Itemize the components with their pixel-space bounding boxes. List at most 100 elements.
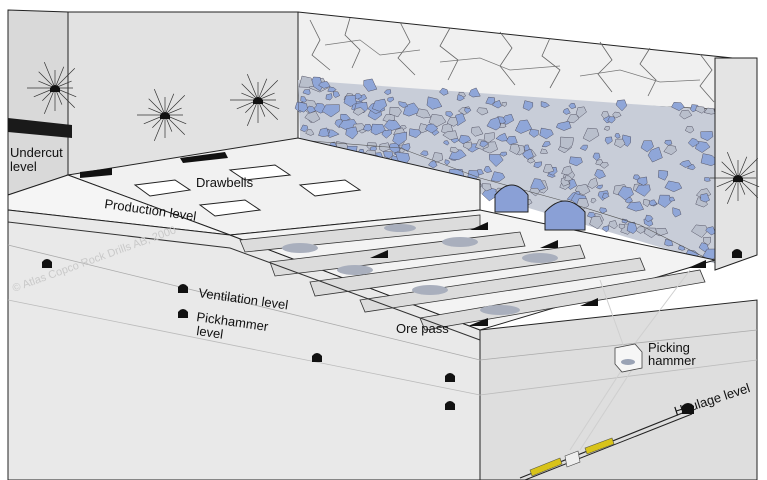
rock-fragment [509,144,521,155]
production-drifts [239,214,706,331]
label-undercut-line1: Undercut [10,145,63,160]
rock-fragment [522,100,534,111]
rock-fragment [603,126,610,131]
rock-fragment [415,108,432,119]
rock-fragment [483,166,493,173]
rock-fragment [379,142,391,152]
rock-fragment [481,183,492,192]
rock-fragment [614,133,621,139]
rock-fragment [664,238,674,247]
rock-fragment [495,132,509,142]
right-pillar [714,57,758,271]
rock-fragment [636,176,648,186]
undercut-slot [8,118,72,138]
rock-fragment [318,127,330,137]
rock-fragment [599,162,609,169]
rock-fragment [449,146,460,154]
rock-fragment [491,99,502,109]
rock-fragment [445,111,454,118]
rock-fragment [635,226,646,234]
production-level-line [7,221,481,341]
ventilation-openings [42,249,742,410]
rock-fragment [594,169,606,180]
rock-fragment [615,99,628,112]
rock-fragment [703,236,711,246]
back-wall-left [7,9,299,196]
drawpoint-arch-1 [494,184,529,213]
rock-fragment [601,111,610,119]
rock-fragment [468,87,481,98]
rock-fragment [428,113,447,127]
rock-fragment [526,157,536,164]
rock-fragments [294,75,720,262]
rock-fragment [602,225,609,233]
rock-fragment [363,78,378,92]
rock-fragment [679,109,693,120]
rock-fragment [604,136,613,145]
rock-fragment [501,101,507,107]
rock-fragment [618,223,626,230]
rock-fragment [562,107,571,115]
rock-fragment [514,119,533,134]
rock-fragment [305,129,315,136]
label-drawbells: Drawbells [196,175,254,190]
rock-fragment [462,141,473,150]
rock-fragment [370,123,386,136]
rock-fragment [601,192,610,199]
picking-hammer-chamber [614,343,643,373]
drill-fan [230,73,280,127]
rock-fragment [564,175,573,182]
rock-fragment [362,124,373,132]
rock-fragment [579,144,588,151]
rock-fragment [345,126,358,140]
rock-fragment [458,134,472,145]
rock-fragment [559,136,574,150]
rock-fragment [705,226,716,236]
rock-fragment [523,144,530,152]
rock-fragment [555,120,572,131]
rock-fragment [587,177,599,189]
rock-fragment [607,116,616,124]
rock-fragment [446,116,459,127]
rock-fragment [698,242,710,252]
rock-fragment [540,148,548,154]
rock-fragment [695,105,706,114]
ore-pass-shafts [569,269,691,451]
rock-fragment [387,96,395,103]
rock-fragment [540,101,550,108]
drill-fans [27,61,760,205]
rock-fragment [664,180,683,193]
rock-fragment [343,95,357,108]
rock-fragment [318,81,331,89]
rock-fragment [672,207,682,218]
label-picking-line1: Picking [648,340,690,355]
rock-fragment [476,107,489,116]
rock-fragment [590,198,597,204]
rock-fragment [664,139,673,146]
rock-fragment [488,154,504,167]
rock-fragment [561,165,573,176]
rock-fragment [643,227,657,239]
rock-fragment [325,93,333,101]
drill-fan [710,151,760,205]
rock-fragment [608,220,618,230]
rock-fragment [700,193,710,203]
drawpoint-brows [370,222,706,326]
drill-fan [137,88,187,142]
rock-fragment [483,132,495,144]
rock-fragment [304,111,321,124]
rock-fragment [539,127,554,140]
rock-fragment [679,160,692,168]
rock-fragment [704,177,711,182]
rock-fragment [456,94,466,101]
rock-fragment [486,116,502,131]
rock-fragment [383,89,392,96]
undercut-drift-2 [180,152,228,163]
rock-fragment [471,126,484,137]
rock-fragment [595,184,603,190]
rock-fragment [298,101,308,113]
rock-fragment [640,140,654,153]
rock-fragment [569,156,583,167]
rock-fragment [439,87,449,96]
rock-fragment [663,144,677,155]
